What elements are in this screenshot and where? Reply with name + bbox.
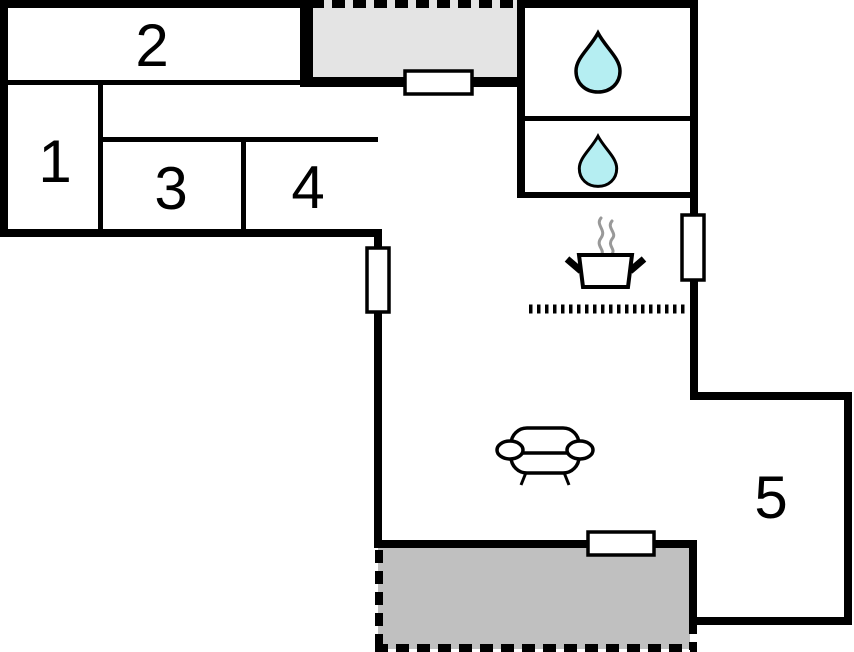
sofa-armrest-right (565, 439, 595, 461)
pot-body (576, 253, 635, 289)
pot-handle-right (627, 256, 647, 274)
windows (365, 69, 706, 557)
terrace-top-area (307, 0, 517, 82)
wall-room5-top (690, 392, 852, 400)
wall-room2-terrace (300, 0, 313, 87)
wall-room1-right (98, 85, 103, 229)
wall-bathroom-left (517, 0, 525, 198)
room-label-2: 2 (135, 12, 168, 79)
wall-terrace-bottom-top (378, 540, 697, 548)
terrace-bottom-area (378, 548, 690, 649)
sofa-icon (495, 426, 595, 486)
room-label-5: 5 (754, 464, 787, 531)
wall-rooms34-divider (241, 142, 246, 229)
window-marker-bottom-terrace (586, 530, 656, 557)
wall-right (690, 0, 698, 400)
pot-handle-left (564, 256, 584, 274)
terrace-dashed-edges (311, 0, 697, 652)
steam-icon (597, 216, 616, 257)
window-marker-right-wall (680, 213, 706, 282)
wall-room5-bottom (689, 617, 852, 625)
water-drop-icon (574, 29, 622, 94)
wall-left (0, 0, 8, 237)
window-marker-top-terrace (403, 69, 474, 96)
wall-bottom-rooms (0, 229, 382, 237)
wall-top-left (0, 0, 307, 8)
wall-bathroom-divider (521, 116, 690, 121)
wall-rooms34-top (98, 137, 378, 142)
walls (0, 0, 852, 625)
room-label-3: 3 (154, 155, 187, 222)
wall-bathroom-bottom (517, 192, 694, 198)
water-drop-icon (577, 133, 619, 188)
wall-living-left (374, 233, 382, 548)
wall-room2-bottom (8, 80, 303, 85)
wall-top-right (517, 0, 698, 8)
room-labels: 1 2 3 4 5 (38, 12, 787, 531)
cooking-pot-icon (564, 216, 647, 289)
window-marker-left-wall (365, 246, 391, 314)
wall-room5-right (844, 392, 852, 625)
room-label-1: 1 (38, 128, 71, 195)
bathroom-fixtures (574, 29, 622, 188)
wall-terrace-bottom-right (689, 548, 697, 621)
room-label-4: 4 (291, 154, 324, 221)
sofa-armrest-left (495, 439, 525, 461)
